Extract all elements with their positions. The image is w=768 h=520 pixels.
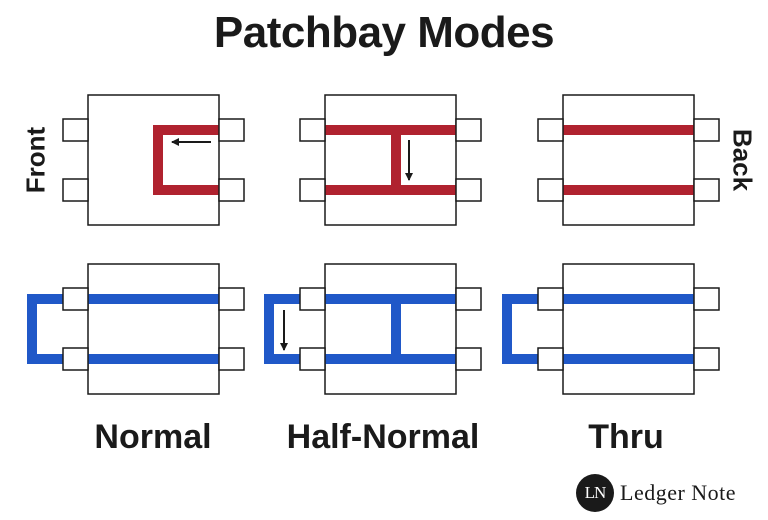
panel-box bbox=[324, 94, 457, 226]
mode-label-half-normal: Half-Normal bbox=[286, 418, 480, 456]
jack-right-top bbox=[693, 287, 720, 311]
signal-loop bbox=[27, 294, 63, 364]
normal-back-panel bbox=[27, 263, 245, 395]
jack-left-bottom bbox=[62, 178, 89, 202]
jack-left-top bbox=[299, 287, 326, 311]
jack-left-top bbox=[299, 118, 326, 142]
jack-right-bottom bbox=[218, 347, 245, 371]
signal-path bbox=[153, 125, 219, 195]
logo-text: Ledger Note bbox=[620, 480, 737, 505]
thru-back-panel bbox=[502, 263, 720, 395]
jack-left-top bbox=[537, 118, 564, 142]
jack-right-bottom bbox=[693, 347, 720, 371]
jack-right-top bbox=[455, 118, 482, 142]
jack-right-bottom bbox=[693, 178, 720, 202]
signal-loop bbox=[502, 294, 538, 364]
jack-right-top bbox=[218, 287, 245, 311]
jack-left-bottom bbox=[537, 178, 564, 202]
jack-left-bottom bbox=[299, 178, 326, 202]
jack-left-top bbox=[62, 287, 89, 311]
jack-right-bottom bbox=[218, 178, 245, 202]
jack-right-top bbox=[455, 287, 482, 311]
ledger-note-logo: LN Ledger Note bbox=[576, 474, 736, 512]
panel-box bbox=[324, 263, 457, 395]
thru-front-panel bbox=[537, 94, 720, 226]
jack-right-bottom bbox=[455, 347, 482, 371]
logo-mark: LN bbox=[576, 474, 614, 512]
panel-box bbox=[87, 263, 220, 395]
jack-left-top bbox=[62, 118, 89, 142]
jack-right-top bbox=[693, 118, 720, 142]
normal-front-panel bbox=[62, 94, 245, 226]
mode-label-thru: Thru bbox=[588, 418, 664, 456]
half-normal-front-panel bbox=[299, 94, 482, 226]
page-title: Patchbay Modes bbox=[213, 8, 555, 57]
jack-right-top bbox=[218, 118, 245, 142]
mode-label-normal: Normal bbox=[94, 418, 212, 456]
half-normal-back-panel bbox=[264, 263, 482, 395]
jack-left-bottom bbox=[62, 347, 89, 371]
panel-box bbox=[562, 263, 695, 395]
jack-left-bottom bbox=[299, 347, 326, 371]
jack-left-top bbox=[537, 287, 564, 311]
jack-left-bottom bbox=[537, 347, 564, 371]
jack-right-bottom bbox=[455, 178, 482, 202]
signal-loop bbox=[264, 294, 300, 364]
panel-box bbox=[562, 94, 695, 226]
